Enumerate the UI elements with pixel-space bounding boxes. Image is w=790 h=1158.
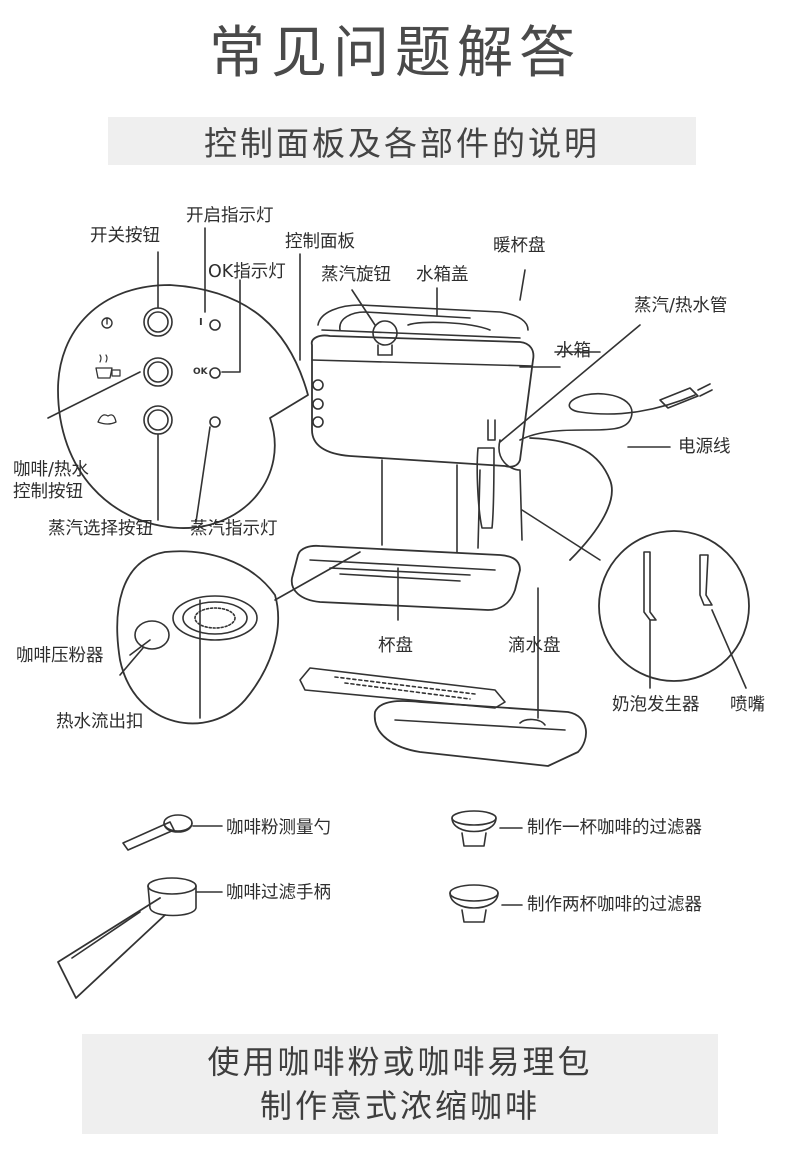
tamper-zoom: [116, 550, 361, 725]
footer-banner: 使用咖啡粉或咖啡易理包 制作意式浓缩咖啡: [82, 1034, 718, 1134]
label-measuring-spoon: 咖啡粉测量勺: [226, 818, 331, 838]
label-nozzle: 喷嘴: [730, 695, 765, 715]
label-steam-pipe: 蒸汽/热水管: [634, 296, 728, 316]
footer-line-1: 使用咖啡粉或咖啡易理包: [207, 1043, 593, 1081]
coffee-machine: [290, 253, 713, 719]
tray-parts: [299, 667, 587, 767]
control-panel-zoom: [47, 227, 309, 529]
frother-zoom: [521, 509, 750, 689]
page-title: 常见问题解答: [209, 21, 581, 86]
label-power-indicator: 开启指示灯: [186, 206, 274, 226]
label-single-filter: 制作一杯咖啡的过滤器: [527, 818, 702, 838]
label-filter-holder: 咖啡过滤手柄: [226, 883, 331, 903]
label-cup-tray: 杯盘: [378, 636, 413, 656]
label-double-filter: 制作两杯咖啡的过滤器: [527, 895, 702, 915]
label-coffee-hot-water-button: 咖啡/热水 控制按钮: [13, 460, 89, 504]
label-drip-tray: 滴水盘: [508, 636, 561, 656]
section-banner: 控制面板及各部件的说明: [108, 117, 696, 165]
label-cup-warmer: 暖杯盘: [493, 236, 546, 256]
footer-line-2: 制作意式浓缩咖啡: [259, 1087, 540, 1125]
accessory-drawings: [57, 810, 523, 999]
label-coffee-hot-water-line1: 咖啡/热水: [13, 460, 89, 480]
label-water-tank: 水箱: [556, 341, 591, 361]
label-power-cord: 电源线: [678, 437, 731, 457]
label-hot-water-outlet: 热水流出扣: [56, 712, 144, 732]
label-control-panel: 控制面板: [285, 232, 355, 252]
label-tank-lid: 水箱盖: [416, 265, 469, 285]
label-steam-knob: 蒸汽旋钮: [321, 265, 391, 285]
section-title: 控制面板及各部件的说明: [204, 124, 600, 163]
label-ok-indicator: OK指示灯: [208, 262, 286, 282]
label-frother: 奶泡发生器: [612, 695, 700, 715]
label-steam-indicator: 蒸汽指示灯: [190, 519, 278, 539]
power-indicator-mark: I: [199, 317, 203, 328]
label-tamper: 咖啡压粉器: [16, 646, 104, 666]
label-power-button: 开关按钮: [90, 226, 160, 246]
label-coffee-hot-water-line2: 控制按钮: [13, 481, 83, 502]
label-steam-select-button: 蒸汽选择按钮: [48, 519, 153, 539]
ok-indicator-mark: OK: [193, 367, 208, 377]
